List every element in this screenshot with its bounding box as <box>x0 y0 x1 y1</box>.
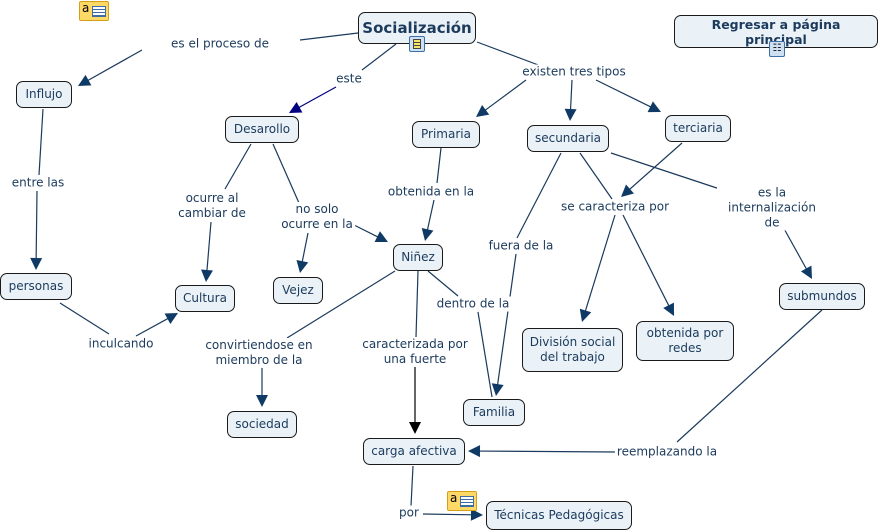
note-icon[interactable] <box>79 1 109 21</box>
arrowhead <box>409 422 421 434</box>
link-inculcando: inculcando <box>86 336 156 352</box>
connection-line <box>349 222 380 239</box>
connection-line <box>628 142 683 191</box>
link-entre-las: entre las <box>9 175 67 191</box>
link-se-caracteriza-por: se caracteriza por <box>559 199 671 215</box>
connection-line <box>422 513 474 516</box>
concept-vejez[interactable]: Vejez <box>273 277 323 304</box>
connection-line <box>410 465 414 507</box>
concept-map-icon[interactable]: ☷ <box>769 41 785 57</box>
link-reemplazando-la: reemplazando la <box>614 444 720 460</box>
connection-line <box>569 79 573 112</box>
arrowhead <box>476 105 490 117</box>
arrowhead <box>491 383 504 396</box>
connection-line <box>676 309 823 443</box>
concept-carga-afectiva[interactable]: carga afectiva <box>363 438 465 465</box>
connection-line <box>477 450 617 453</box>
connection-line <box>477 311 493 398</box>
arrowhead <box>296 260 309 273</box>
connection-line <box>436 147 442 184</box>
concept-familia[interactable]: Familia <box>463 399 525 426</box>
arrowhead <box>470 508 483 521</box>
connection-line <box>579 152 613 200</box>
connection-line <box>622 214 671 308</box>
arrowhead <box>663 302 674 316</box>
link-no-solo-ocurre-en-la: no solo ocurre en la <box>279 202 355 232</box>
connection-line <box>301 232 309 264</box>
arrowhead <box>78 74 92 86</box>
arrowhead <box>579 308 592 322</box>
arrowhead <box>421 227 434 241</box>
connection-line <box>286 270 396 339</box>
arrowhead <box>468 445 481 458</box>
link-obtenida-en-la: obtenida en la <box>385 184 477 200</box>
note-icon[interactable] <box>447 491 477 511</box>
concept-cultura[interactable]: Cultura <box>175 285 235 312</box>
arrowhead <box>374 231 388 242</box>
arrowhead <box>256 395 268 407</box>
arrowhead <box>647 101 661 113</box>
connection-line <box>299 32 359 41</box>
arrowhead <box>289 101 303 113</box>
link-este: este <box>334 71 364 87</box>
connection-line <box>38 108 44 176</box>
link-fuera-de-la: fuera de la <box>486 238 556 254</box>
document-icon[interactable] <box>409 36 425 52</box>
arrowhead <box>201 269 213 282</box>
link-caracterizada-por-una-fuerte: caracterizada por una fuerte <box>360 337 470 367</box>
connection-line <box>415 270 419 338</box>
connection-line <box>86 49 143 82</box>
connection-line <box>35 190 38 261</box>
arrowhead <box>621 184 634 197</box>
connection-line <box>496 253 517 387</box>
concept-regresar-pagina-principal[interactable]: Regresar a página principal <box>674 15 878 48</box>
concept-desarollo[interactable]: Desarollo <box>225 116 299 143</box>
concept-secundaria[interactable]: secundaria <box>527 125 609 152</box>
link-por: por <box>397 505 421 521</box>
link-ocurre-al-cambiar-de: ocurre al cambiar de <box>176 191 248 221</box>
link-dentro-de-la: dentro de la <box>434 296 512 312</box>
connection-line <box>224 143 252 190</box>
concept-division-social-del-trabajo[interactable]: División social del trabajo <box>522 328 623 372</box>
arrowhead <box>164 313 178 325</box>
connection-line <box>476 41 542 67</box>
arrowhead <box>564 108 577 121</box>
concept-influjo[interactable]: Influjo <box>16 81 72 108</box>
concept-submundos[interactable]: submundos <box>779 283 865 310</box>
connection-line <box>483 79 527 112</box>
concept-sociedad[interactable]: sociedad <box>227 411 297 438</box>
connection-line <box>361 43 397 71</box>
connection-line <box>297 86 337 109</box>
connection-line <box>584 214 616 313</box>
connection-line <box>426 199 435 232</box>
connection-line <box>206 221 212 273</box>
link-convirtiendose-en-miembro-de-la: convirtiendose en miembro de la <box>203 338 315 368</box>
connection-line <box>59 302 110 335</box>
concept-ninez[interactable]: Niñez <box>393 244 443 271</box>
link-es-el-proceso-de: es el proceso de <box>169 36 271 52</box>
concept-obtenida-por-redes[interactable]: obtenida por redes <box>636 321 734 361</box>
connection-line <box>427 270 459 297</box>
concept-terciaria[interactable]: terciaria <box>665 115 731 142</box>
arrowhead <box>30 257 43 270</box>
concept-personas[interactable]: personas <box>0 273 72 300</box>
link-existen-tres-tipos: existen tres tipos <box>520 64 628 80</box>
connection-line <box>272 143 300 204</box>
concept-tecnicas-pedagogicas[interactable]: Técnicas Pedagógicas <box>486 501 632 530</box>
arrowhead <box>800 265 812 279</box>
concept-primaria[interactable]: Primaria <box>412 121 480 148</box>
connection-line <box>516 152 562 239</box>
link-es-la-internalizacion-de: es la internalización de <box>717 185 827 231</box>
connection-line <box>135 317 170 337</box>
connection-line <box>595 79 653 109</box>
